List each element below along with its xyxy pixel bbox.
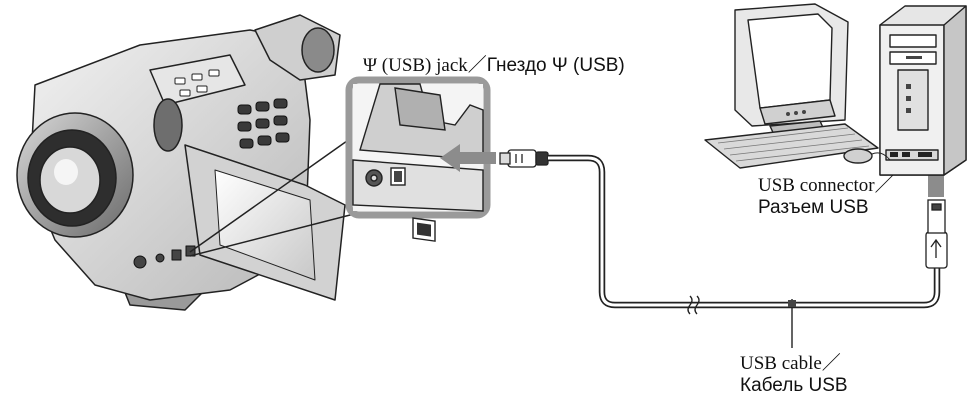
usb-jack-label-en: Ψ (USB) jack／	[363, 55, 487, 76]
side-buttons	[238, 99, 289, 148]
mode-dial	[154, 99, 182, 151]
usb-plug-camcorder	[500, 150, 548, 167]
usb-connector-label-ru: Разъем USB	[758, 197, 894, 219]
usb-connector-label-en: USB connector／	[758, 175, 894, 196]
usb-cable-label-en: USB cable／	[740, 353, 841, 374]
computer	[705, 4, 966, 175]
usb-plug-computer	[926, 200, 947, 268]
tower-panel	[898, 70, 928, 130]
usb-connector-label: USB connector／ Разъем USB	[758, 175, 894, 219]
usb-jack-label: Ψ (USB) jack／Гнездо Ψ (USB)	[363, 55, 625, 77]
usb-cable-label-ru: Кабель USB	[740, 375, 848, 397]
camcorder	[17, 15, 345, 310]
usb-jack-label-ru: Гнездо Ψ (USB)	[487, 55, 625, 76]
viewfinder-eyecup	[302, 28, 334, 72]
usb-cable-label: USB cable／ Кабель USB	[740, 353, 848, 397]
mouse	[844, 149, 872, 163]
drive-bay-1	[890, 35, 936, 47]
monitor-screen	[748, 14, 832, 108]
